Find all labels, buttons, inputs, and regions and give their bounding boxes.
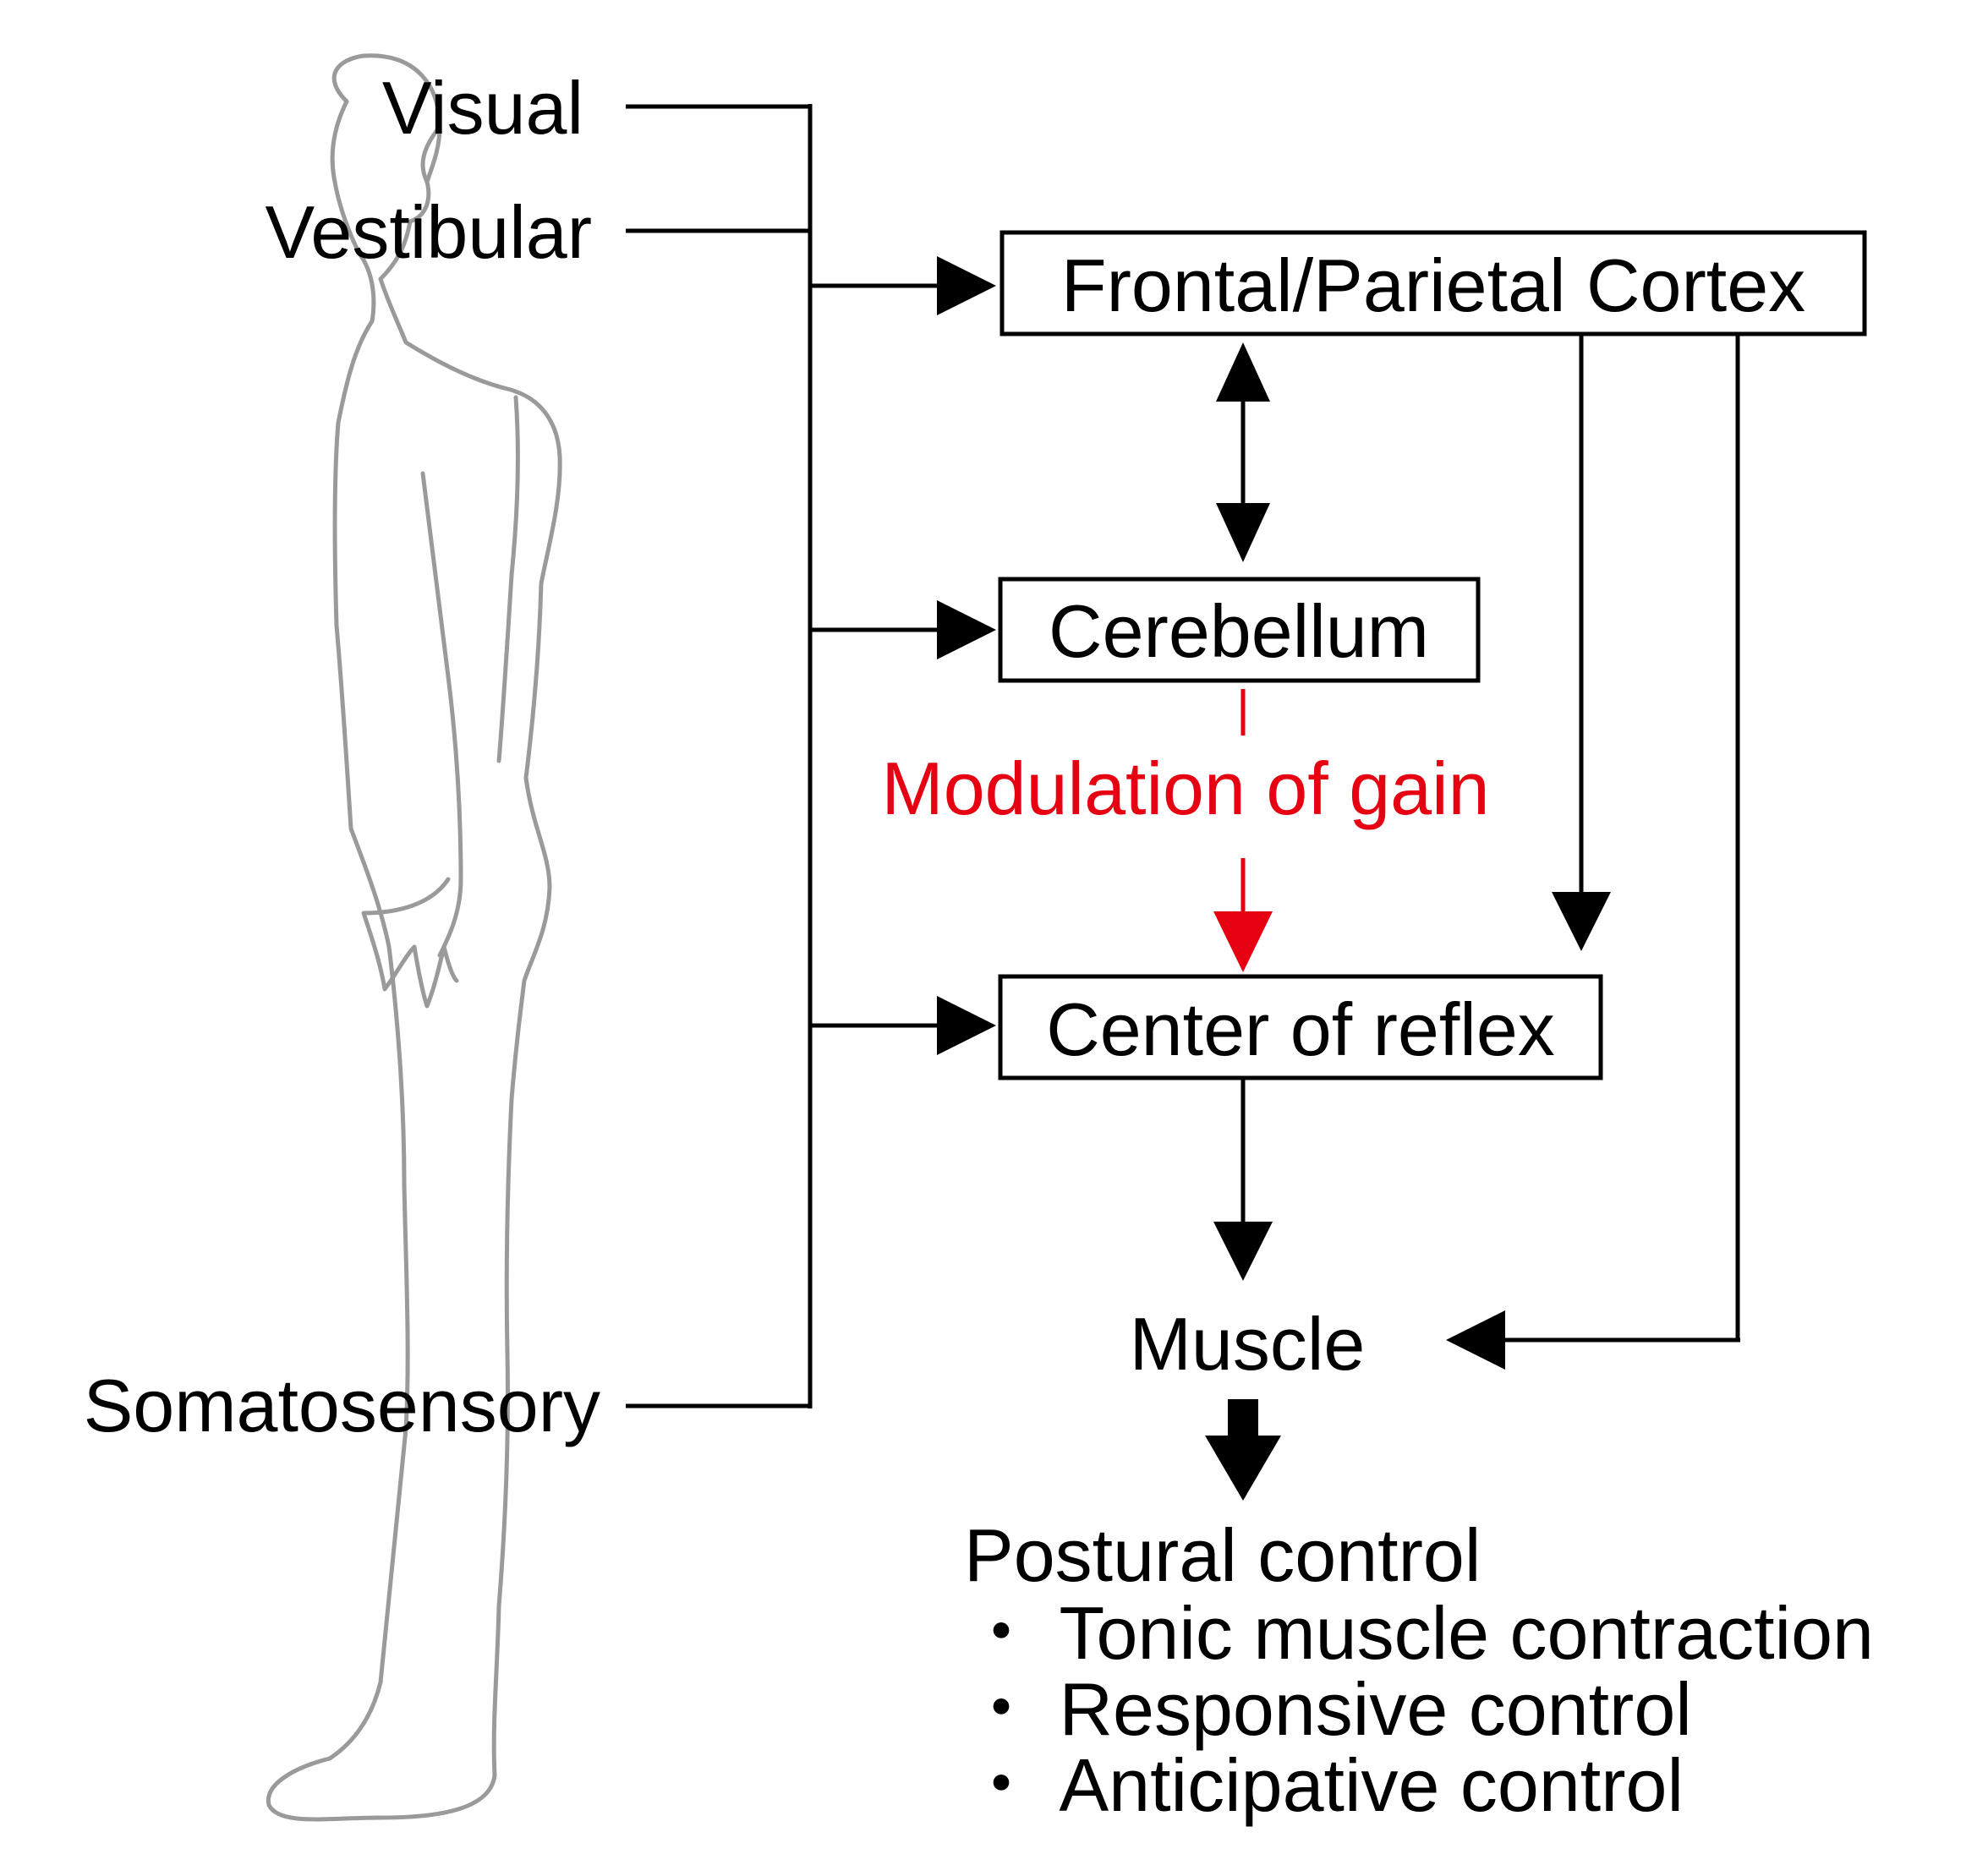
reflex-center-label: Center of reflex bbox=[1046, 987, 1555, 1071]
standing-human-icon bbox=[266, 53, 562, 1822]
outcome-item-tonic: ・ Tonic muscle contraction bbox=[964, 1591, 1874, 1675]
cerebellum-label: Cerebellum bbox=[1049, 589, 1429, 673]
postural-control-title: Postural control bbox=[964, 1513, 1481, 1597]
arrow-to-cortex bbox=[810, 256, 996, 315]
visual-input-label: Visual bbox=[382, 66, 583, 150]
arrow-to-cerebellum bbox=[810, 600, 996, 659]
vestibular-input-label: Vestibular bbox=[266, 190, 592, 274]
cerebellum-box: Cerebellum bbox=[998, 577, 1481, 683]
modulation-label: Modulation of gain bbox=[881, 747, 1489, 830]
cortex-cerebellum-bidirectional-arrow bbox=[1216, 342, 1270, 562]
muscle-to-postural-control-arrow bbox=[1205, 1399, 1281, 1501]
cortex-to-muscle-arrow bbox=[1446, 334, 1740, 1370]
outcome-item-anticipative: ・ Anticipative control bbox=[964, 1743, 1684, 1827]
muscle-label: Muscle bbox=[1130, 1302, 1366, 1386]
somatosensory-input-label: Somatosensory bbox=[84, 1364, 600, 1447]
arrow-to-reflex-center bbox=[810, 996, 996, 1055]
outcome-item-responsive: ・ Responsive control bbox=[964, 1667, 1692, 1751]
reflex-to-muscle-arrow bbox=[1213, 1078, 1273, 1281]
cortex-label: Frontal/Parietal Cortex bbox=[1061, 243, 1805, 327]
modulation-arrow bbox=[1213, 858, 1273, 972]
cortex-box: Frontal/Parietal Cortex bbox=[999, 230, 1867, 336]
cortex-to-reflex-arrow bbox=[1552, 334, 1611, 951]
reflex-center-box: Center of reflex bbox=[998, 974, 1603, 1080]
